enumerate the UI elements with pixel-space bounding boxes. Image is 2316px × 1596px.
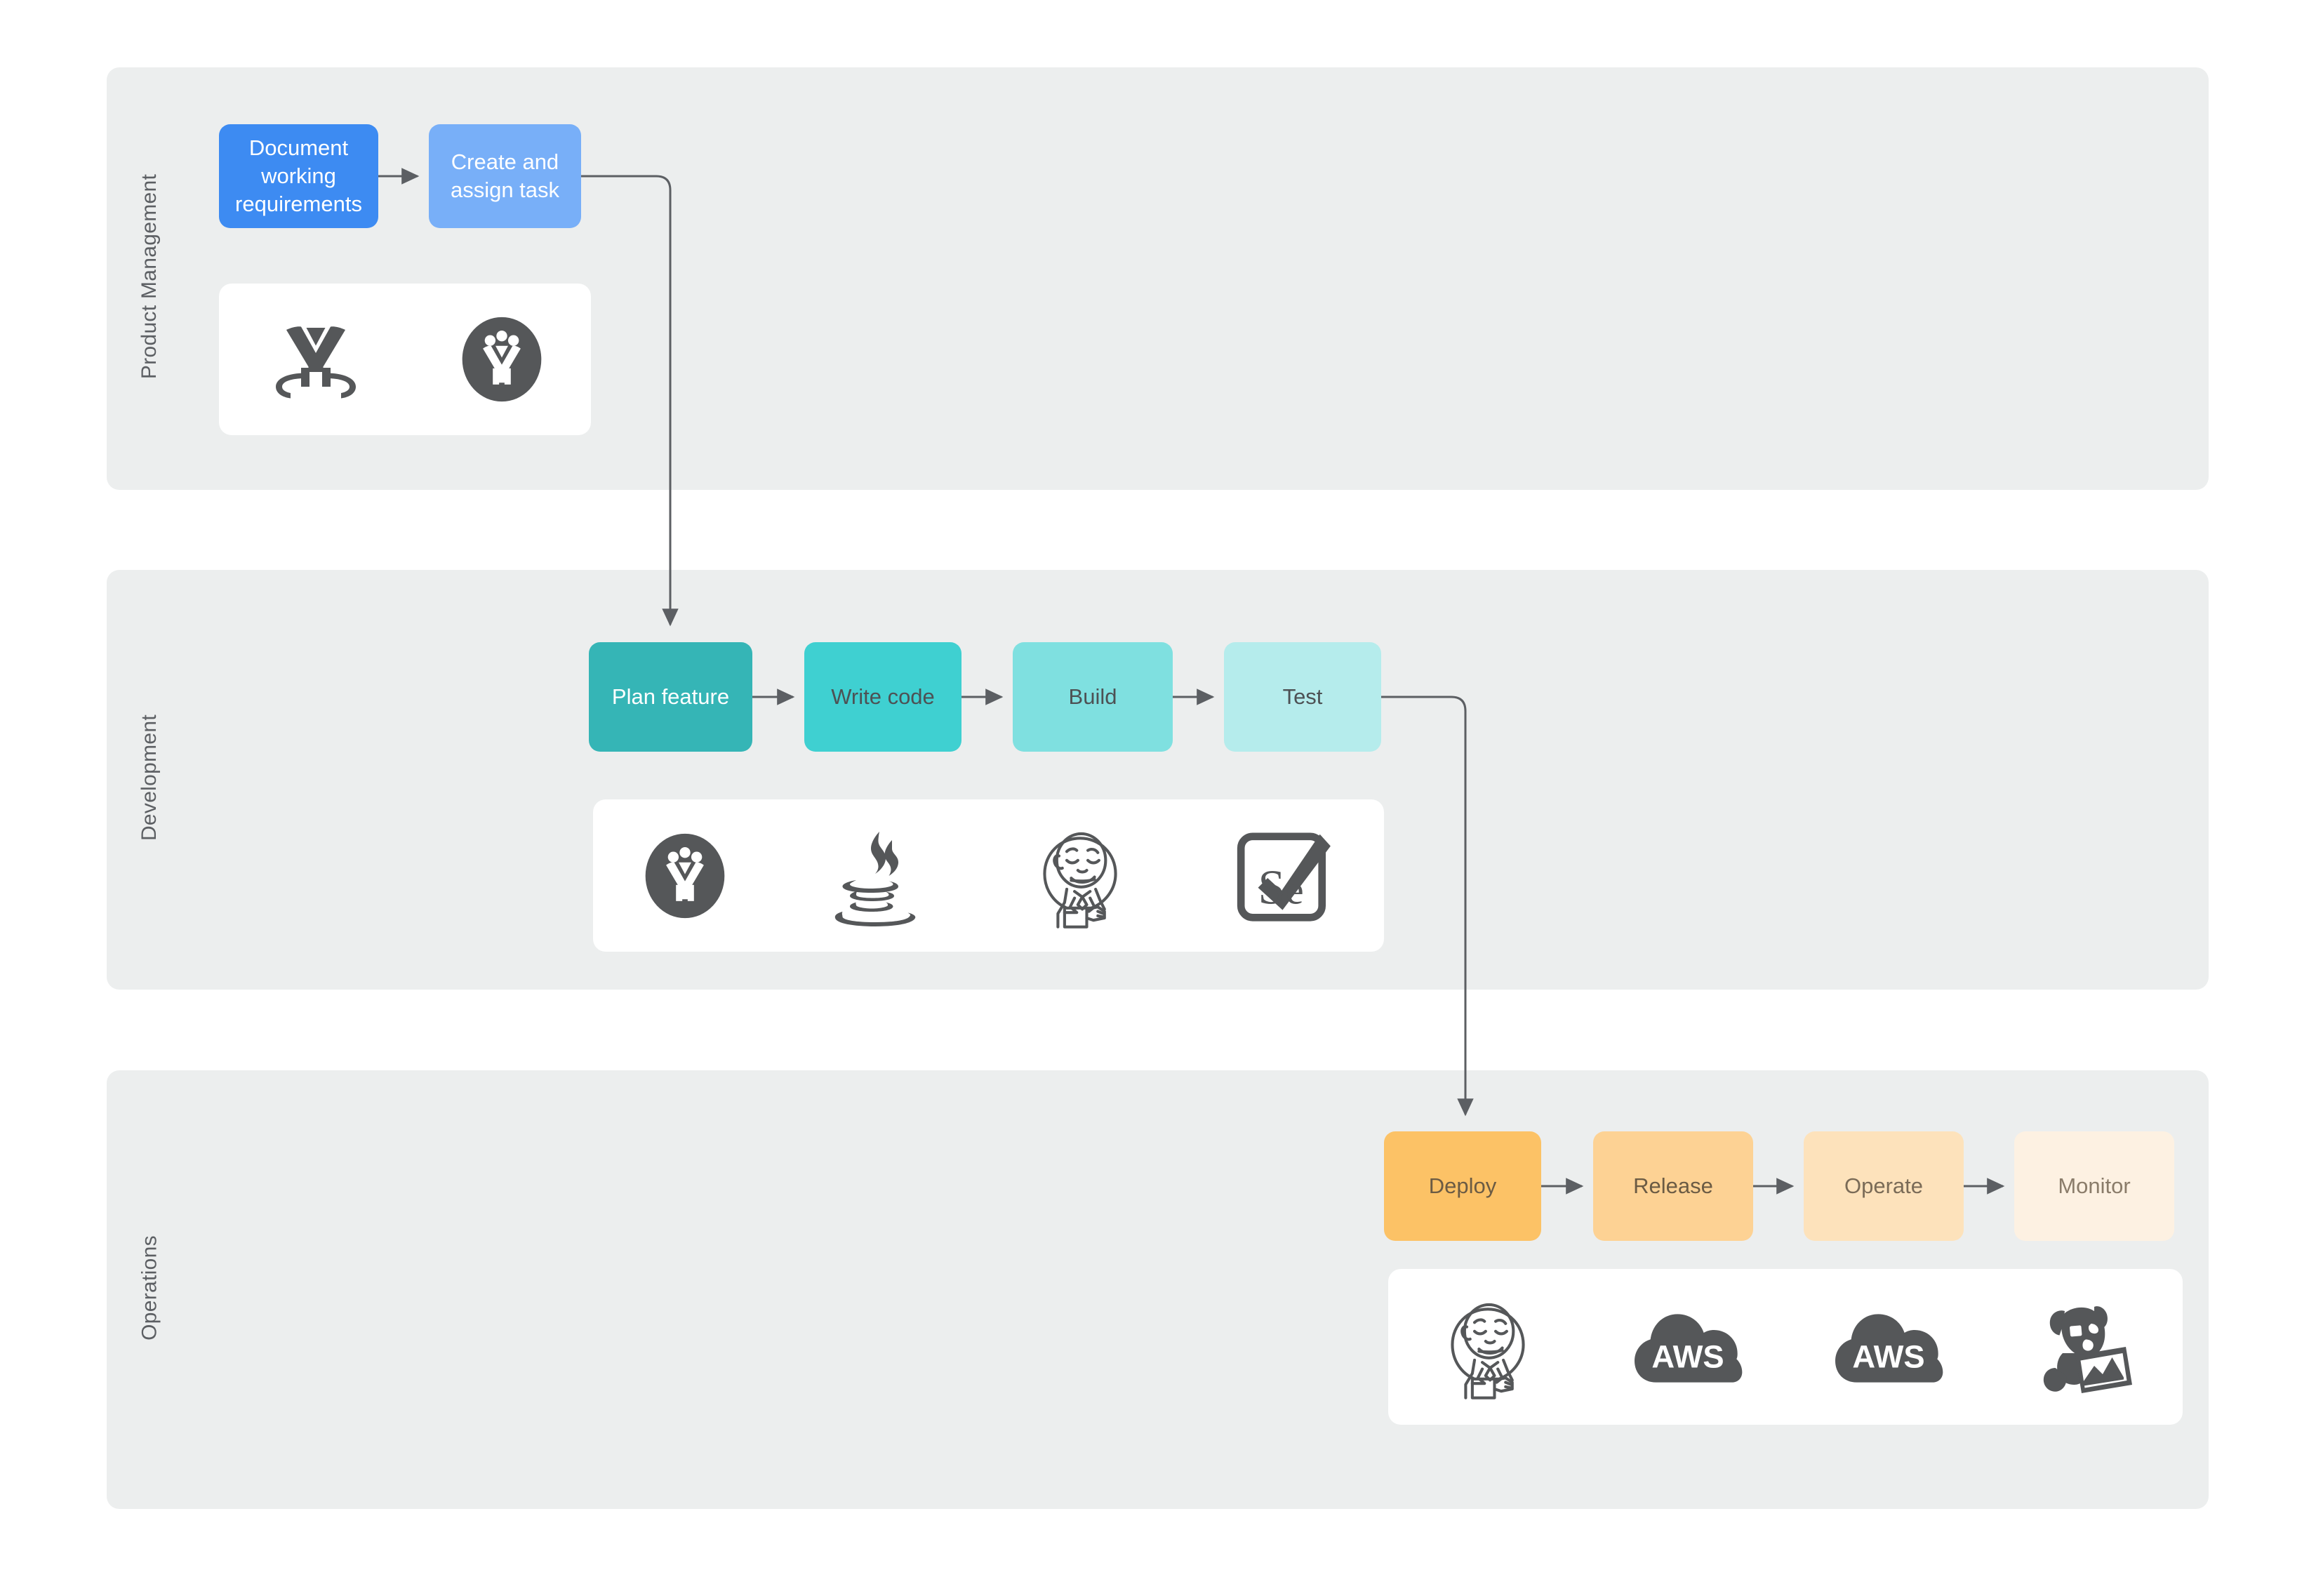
swimlane-label-operations: Operations	[138, 1235, 161, 1341]
process-node-build[interactable]: Build	[1013, 642, 1173, 752]
aws-icon[interactable]: AWS	[1632, 1302, 1744, 1392]
process-node-release[interactable]: Release	[1593, 1131, 1753, 1241]
jenkins-icon[interactable]	[1025, 820, 1136, 931]
tool-panel-product-management	[219, 284, 591, 435]
java-icon[interactable]	[825, 823, 930, 929]
process-node-monitor[interactable]: Monitor	[2014, 1131, 2174, 1241]
process-node-document-working-requirements[interactable]: Document working requirements	[219, 124, 378, 228]
xray-badge-icon[interactable]	[457, 314, 547, 404]
tool-panel-operations: AWS AWS	[1388, 1269, 2183, 1425]
aws-icon[interactable]: AWS	[1832, 1302, 1945, 1392]
svg-text:e: e	[1286, 868, 1304, 912]
selenium-icon[interactable]: S e	[1230, 823, 1337, 929]
jenkins-icon[interactable]	[1432, 1291, 1543, 1402]
swimlane-label-product-management: Product Management	[138, 173, 161, 380]
process-node-operate[interactable]: Operate	[1804, 1131, 1964, 1241]
xray-badge-icon[interactable]	[640, 831, 730, 921]
process-node-deploy[interactable]: Deploy	[1384, 1131, 1541, 1241]
swimlane-label-development: Development	[138, 714, 161, 842]
svg-text:AWS: AWS	[1852, 1338, 1924, 1374]
process-node-write-code[interactable]: Write code	[804, 642, 961, 752]
svg-text:AWS: AWS	[1651, 1338, 1724, 1374]
process-node-create-and-assign-task[interactable]: Create and assign task	[429, 124, 581, 228]
process-node-test[interactable]: Test	[1224, 642, 1381, 752]
svg-text:S: S	[1258, 860, 1285, 915]
tool-panel-development: S e	[593, 799, 1384, 952]
datadog-icon[interactable]	[2033, 1294, 2138, 1399]
xray-icon[interactable]	[263, 307, 368, 412]
process-node-plan-feature[interactable]: Plan feature	[589, 642, 752, 752]
